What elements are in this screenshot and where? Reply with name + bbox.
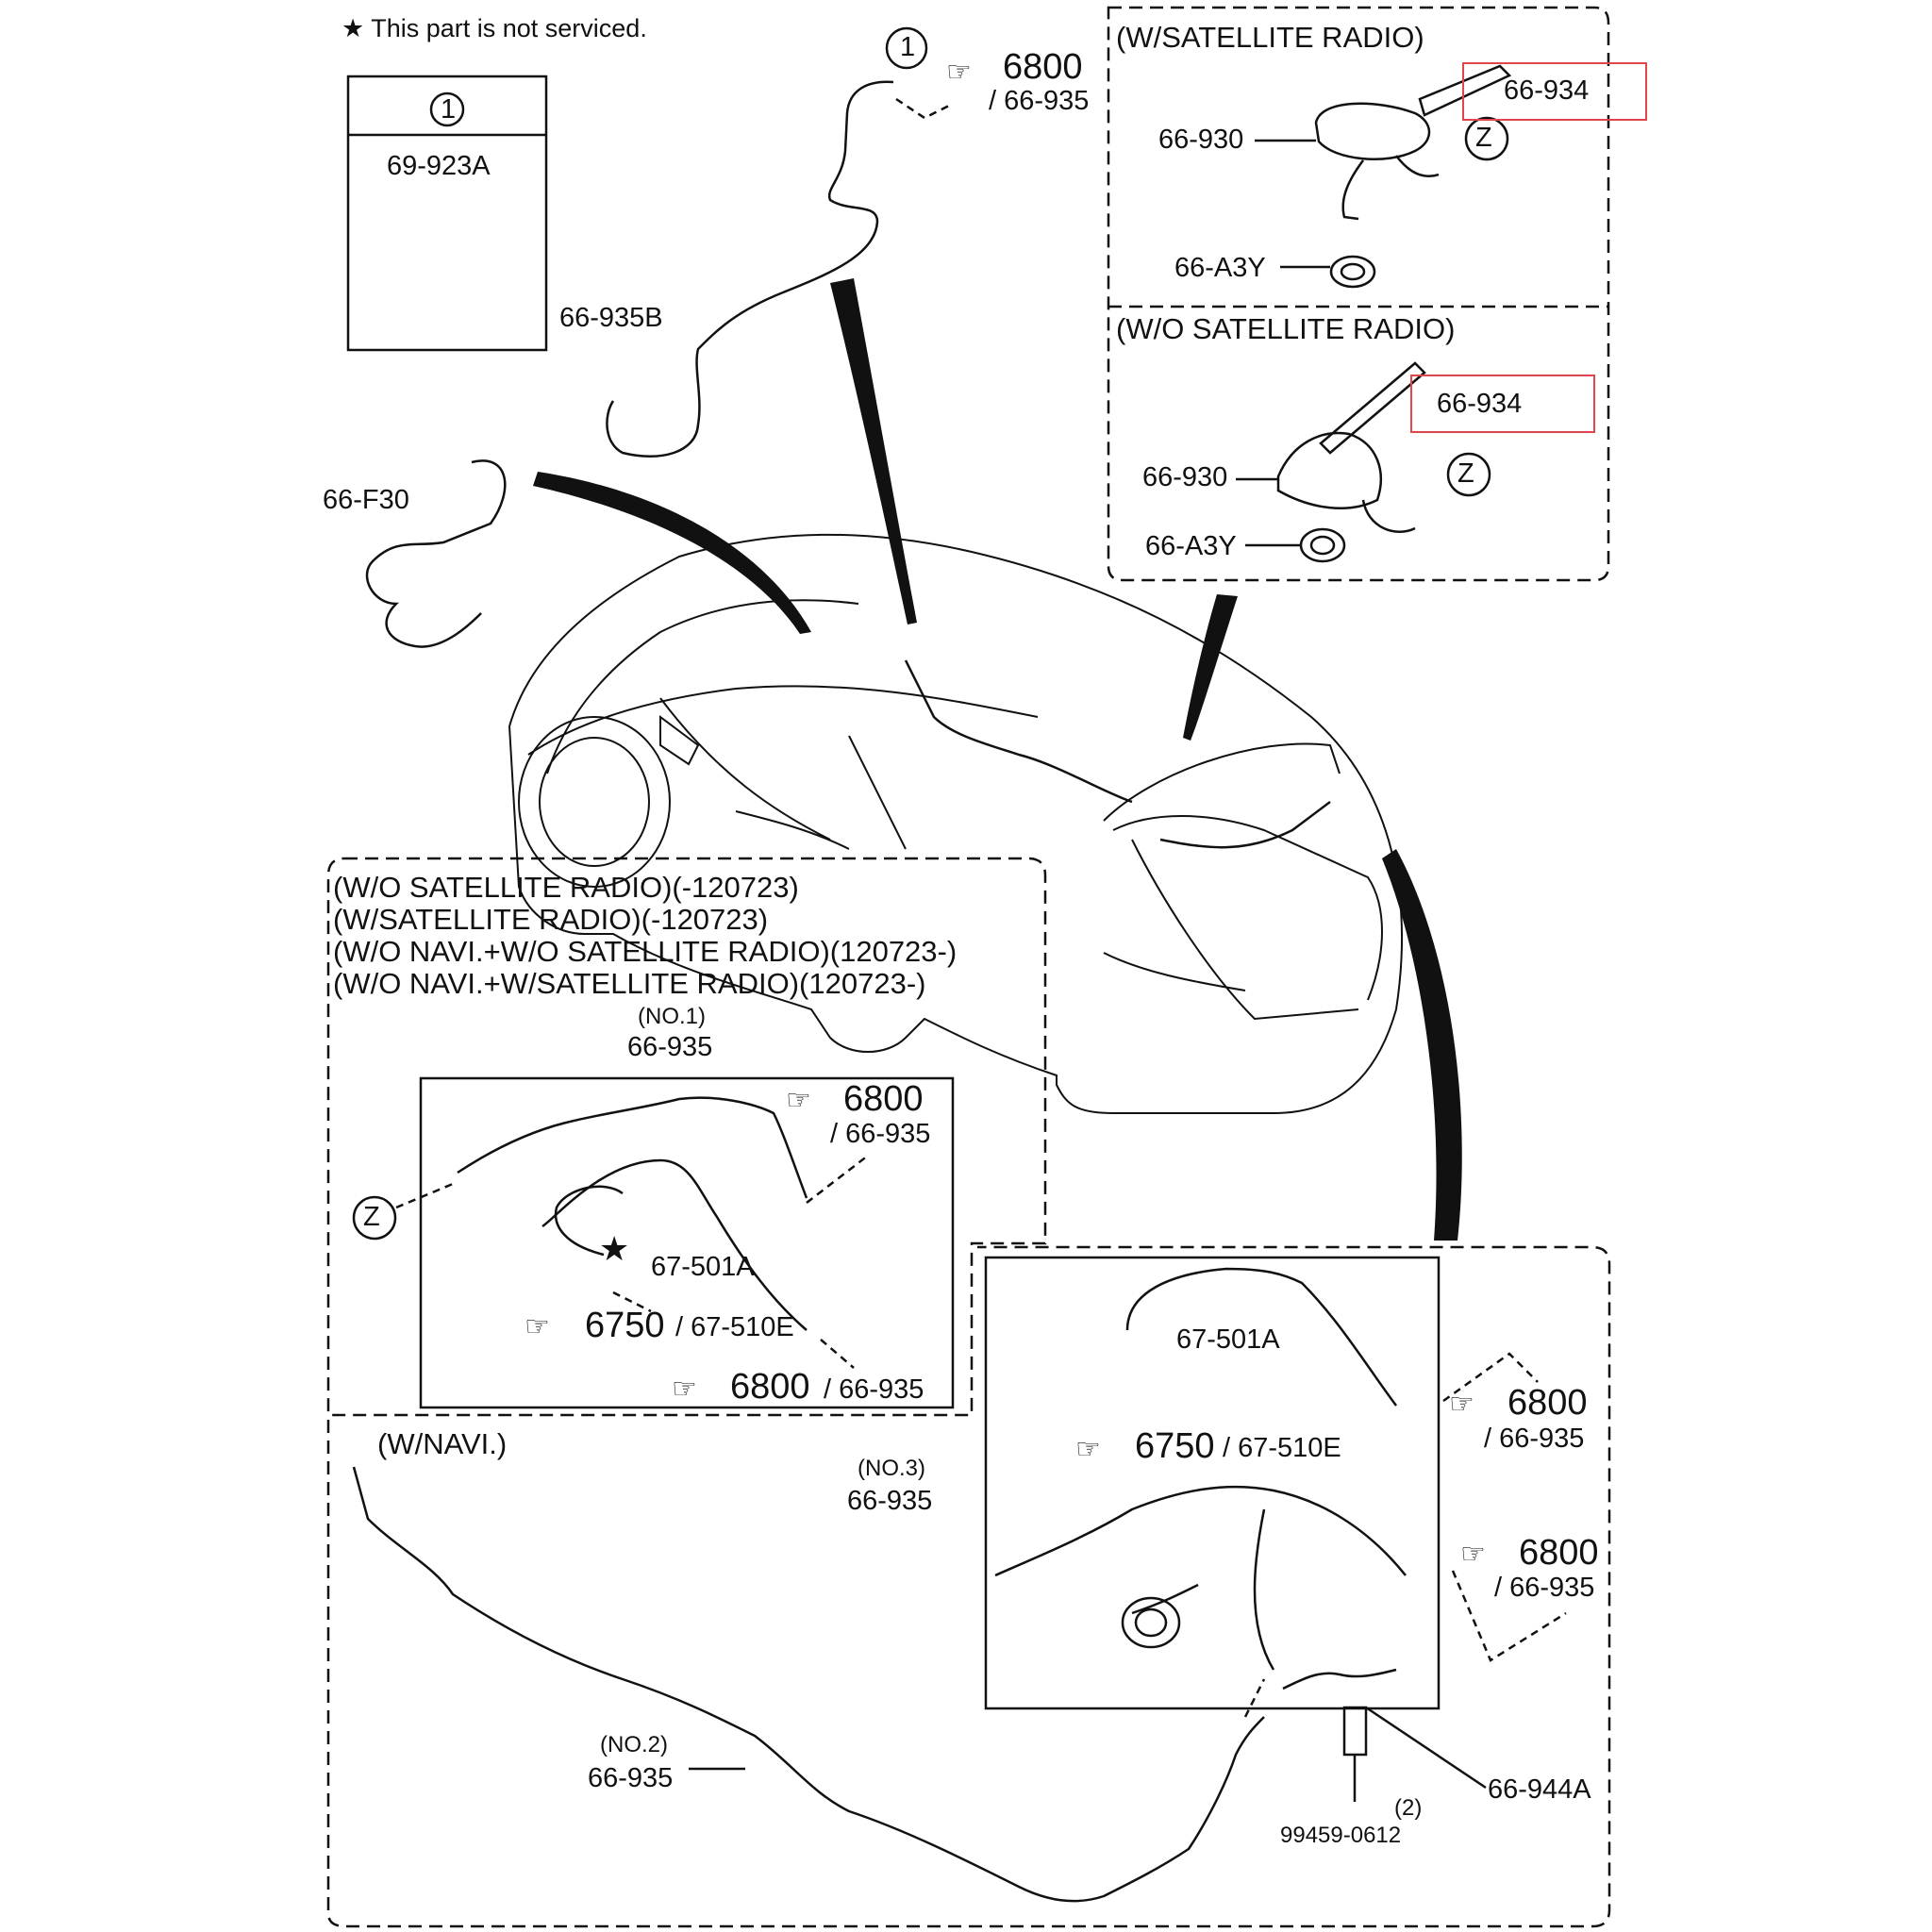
harness-no1-label: (NO.1) <box>638 1004 706 1029</box>
harness-no2-label: (NO.2) <box>600 1732 668 1757</box>
callout-marker-1: 1 <box>900 32 916 62</box>
lower-left-ref3-page[interactable]: 6800 <box>730 1367 810 1407</box>
nosat-nut-part[interactable]: 66-A3Y <box>1145 531 1237 561</box>
bolt-99459-0612[interactable]: 99459-0612 <box>1280 1823 1402 1848</box>
pointing-hand-icon: ☞ <box>525 1311 550 1342</box>
nosat-base-part[interactable]: 66-930 <box>1142 462 1228 492</box>
inset-marker: 1 <box>441 94 457 125</box>
sat-nut-part[interactable]: 66-A3Y <box>1174 253 1266 283</box>
nosat-marker-circle <box>1446 452 1491 497</box>
pointer-wedges <box>533 278 1462 1241</box>
part-69-923A[interactable]: 69-923A <box>387 151 491 181</box>
vehicle-outline <box>508 533 1403 1114</box>
lower-left-panel <box>326 857 1047 1417</box>
pointing-hand-icon: ☞ <box>1075 1434 1101 1465</box>
lower-left-ref2-page[interactable]: 6750 <box>585 1306 665 1345</box>
bolt-qty: (2) <box>1394 1795 1423 1821</box>
sat-antenna-part[interactable]: 66-934 <box>1504 75 1590 106</box>
pointing-hand-icon: ☞ <box>1460 1539 1486 1570</box>
lower-left-title-2: (W/SATELLITE RADIO)(-120723) <box>333 903 769 936</box>
lower-left-ref2-part[interactable]: / 67-510E <box>675 1312 794 1342</box>
pointing-hand-icon: ☞ <box>786 1085 811 1116</box>
pointing-hand-icon: ☞ <box>672 1374 697 1405</box>
sat-antenna-highlight <box>1462 62 1647 121</box>
nosat-antenna-part[interactable]: 66-934 <box>1437 389 1523 419</box>
sat-marker-circle <box>1464 116 1509 161</box>
satellite-panel <box>1107 6 1610 582</box>
harness-66-935B <box>606 80 894 458</box>
sat-marker: Z <box>1475 123 1492 153</box>
navi-cable-67-501A[interactable]: 67-501A <box>1176 1324 1280 1355</box>
navi-title: (W/NAVI.) <box>377 1427 508 1460</box>
ref-top-page[interactable]: 6800 <box>1003 47 1083 87</box>
navi-ref-c-page[interactable]: 6800 <box>1519 1533 1599 1573</box>
lower-left-marker: Z <box>363 1202 380 1232</box>
part-66-935B[interactable]: 66-935B <box>559 303 663 333</box>
harness-66-F30 <box>365 459 507 648</box>
lower-left-ref3-part[interactable]: / 66-935 <box>824 1374 924 1405</box>
inset-box <box>346 75 548 352</box>
navi-ref-b-part[interactable]: / 66-935 <box>1484 1424 1585 1454</box>
inset-marker-circle <box>429 92 465 127</box>
navi-ref-a-page[interactable]: 6750 <box>1135 1426 1215 1466</box>
harness-no3-label: (NO.3) <box>858 1456 925 1481</box>
lower-left-ref1-page[interactable]: 6800 <box>843 1079 924 1119</box>
part-66-F30[interactable]: 66-F30 <box>323 485 409 515</box>
not-serviced-note: ★ This part is not serviced. <box>341 14 647 42</box>
lower-left-title-4: (W/O NAVI.+W/SATELLITE RADIO)(120723-) <box>333 967 926 1000</box>
nosat-marker: Z <box>1457 458 1474 489</box>
lower-left-title-1: (W/O SATELLITE RADIO)(-120723) <box>333 871 799 904</box>
navi-ref-c-part[interactable]: / 66-935 <box>1494 1573 1595 1603</box>
lower-left-ref1-part[interactable]: / 66-935 <box>830 1119 931 1149</box>
lower-left-marker-circle <box>352 1195 397 1241</box>
navi-ref-b-page[interactable]: 6800 <box>1507 1383 1588 1423</box>
sat-base-part[interactable]: 66-930 <box>1158 125 1244 155</box>
harness-no2-part[interactable]: 66-935 <box>588 1763 674 1793</box>
harness-no3-part[interactable]: 66-935 <box>847 1486 933 1516</box>
pointing-hand-icon: ☞ <box>1449 1389 1474 1420</box>
callout-circle <box>885 26 928 70</box>
lower-left-inner-box <box>419 1076 955 1409</box>
cable-67-501A[interactable]: 67-501A <box>651 1252 755 1282</box>
navi-inner-box <box>984 1256 1441 1710</box>
lower-left-title-3: (W/O NAVI.+W/O SATELLITE RADIO)(120723-) <box>333 935 958 968</box>
sat-title: (W/SATELLITE RADIO) <box>1116 21 1424 54</box>
nosat-antenna-highlight <box>1410 375 1595 433</box>
bracket-66-944A[interactable]: 66-944A <box>1488 1774 1591 1805</box>
pointing-hand-icon: ☞ <box>946 57 972 88</box>
nosat-title: (W/O SATELLITE RADIO) <box>1116 312 1456 345</box>
not-serviced-star-icon: ★ <box>599 1229 630 1268</box>
navi-panel <box>326 1245 1611 1928</box>
ref-top-part[interactable]: / 66-935 <box>989 86 1090 116</box>
harness-no1-part[interactable]: 66-935 <box>627 1032 713 1062</box>
navi-ref-a-part[interactable]: / 67-510E <box>1223 1433 1341 1463</box>
